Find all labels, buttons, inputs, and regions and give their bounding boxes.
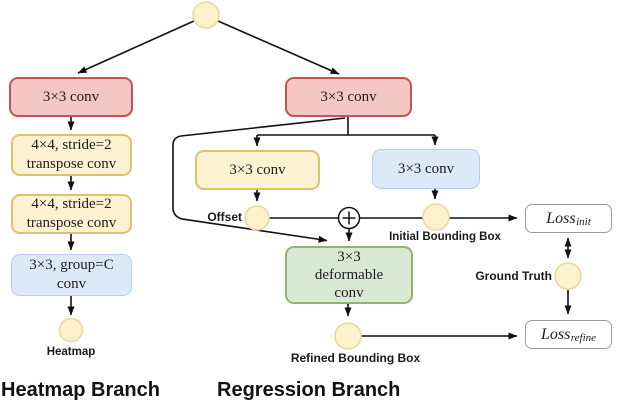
transpose-conv-1-box: 4×4, stride=2 transpose conv — [11, 134, 132, 176]
group-conv-box: 3×3, group=C conv — [11, 254, 132, 296]
regression-conv-box: 3×3 conv — [285, 77, 412, 117]
initial-bbox-label: Initial Bounding Box — [389, 231, 501, 243]
deformable-conv-box: 3×3 deformable conv — [285, 246, 413, 304]
plus-circle-icon — [337, 206, 361, 230]
ground-truth-label: Ground Truth — [475, 269, 552, 283]
loss-refine-subscript: refine — [570, 332, 597, 344]
offset-node — [244, 205, 270, 231]
heatmap-label: Heatmap — [46, 346, 96, 358]
initial-bbox-node — [422, 203, 450, 231]
loss-init-text: Loss — [546, 209, 576, 227]
heatmap-branch-title: Heatmap Branch — [1, 379, 160, 401]
bbox-conv-box: 3×3 conv — [372, 149, 480, 189]
offset-conv-box: 3×3 conv — [195, 150, 320, 190]
refined-bbox-node — [334, 322, 362, 350]
heatmap-output-node — [58, 317, 84, 343]
transpose-conv-2-box: 4×4, stride=2 transpose conv — [11, 194, 132, 234]
refined-bbox-label: Refined Bounding Box — [290, 351, 421, 365]
loss-init-subscript: init — [576, 216, 591, 228]
edge-root-to-heatmap-conv — [77, 20, 195, 74]
edge-root-to-regression-conv — [217, 20, 340, 75]
heatmap-conv-box: 3×3 conv — [9, 77, 133, 117]
ground-truth-node — [554, 262, 582, 290]
loss-refine-text: Loss — [540, 325, 571, 343]
root-feature-node — [192, 1, 220, 29]
offset-label: Offset — [207, 210, 242, 224]
edge-feature-to-deformable — [172, 117, 346, 243]
regression-branch-title: Regression Branch — [217, 379, 401, 401]
